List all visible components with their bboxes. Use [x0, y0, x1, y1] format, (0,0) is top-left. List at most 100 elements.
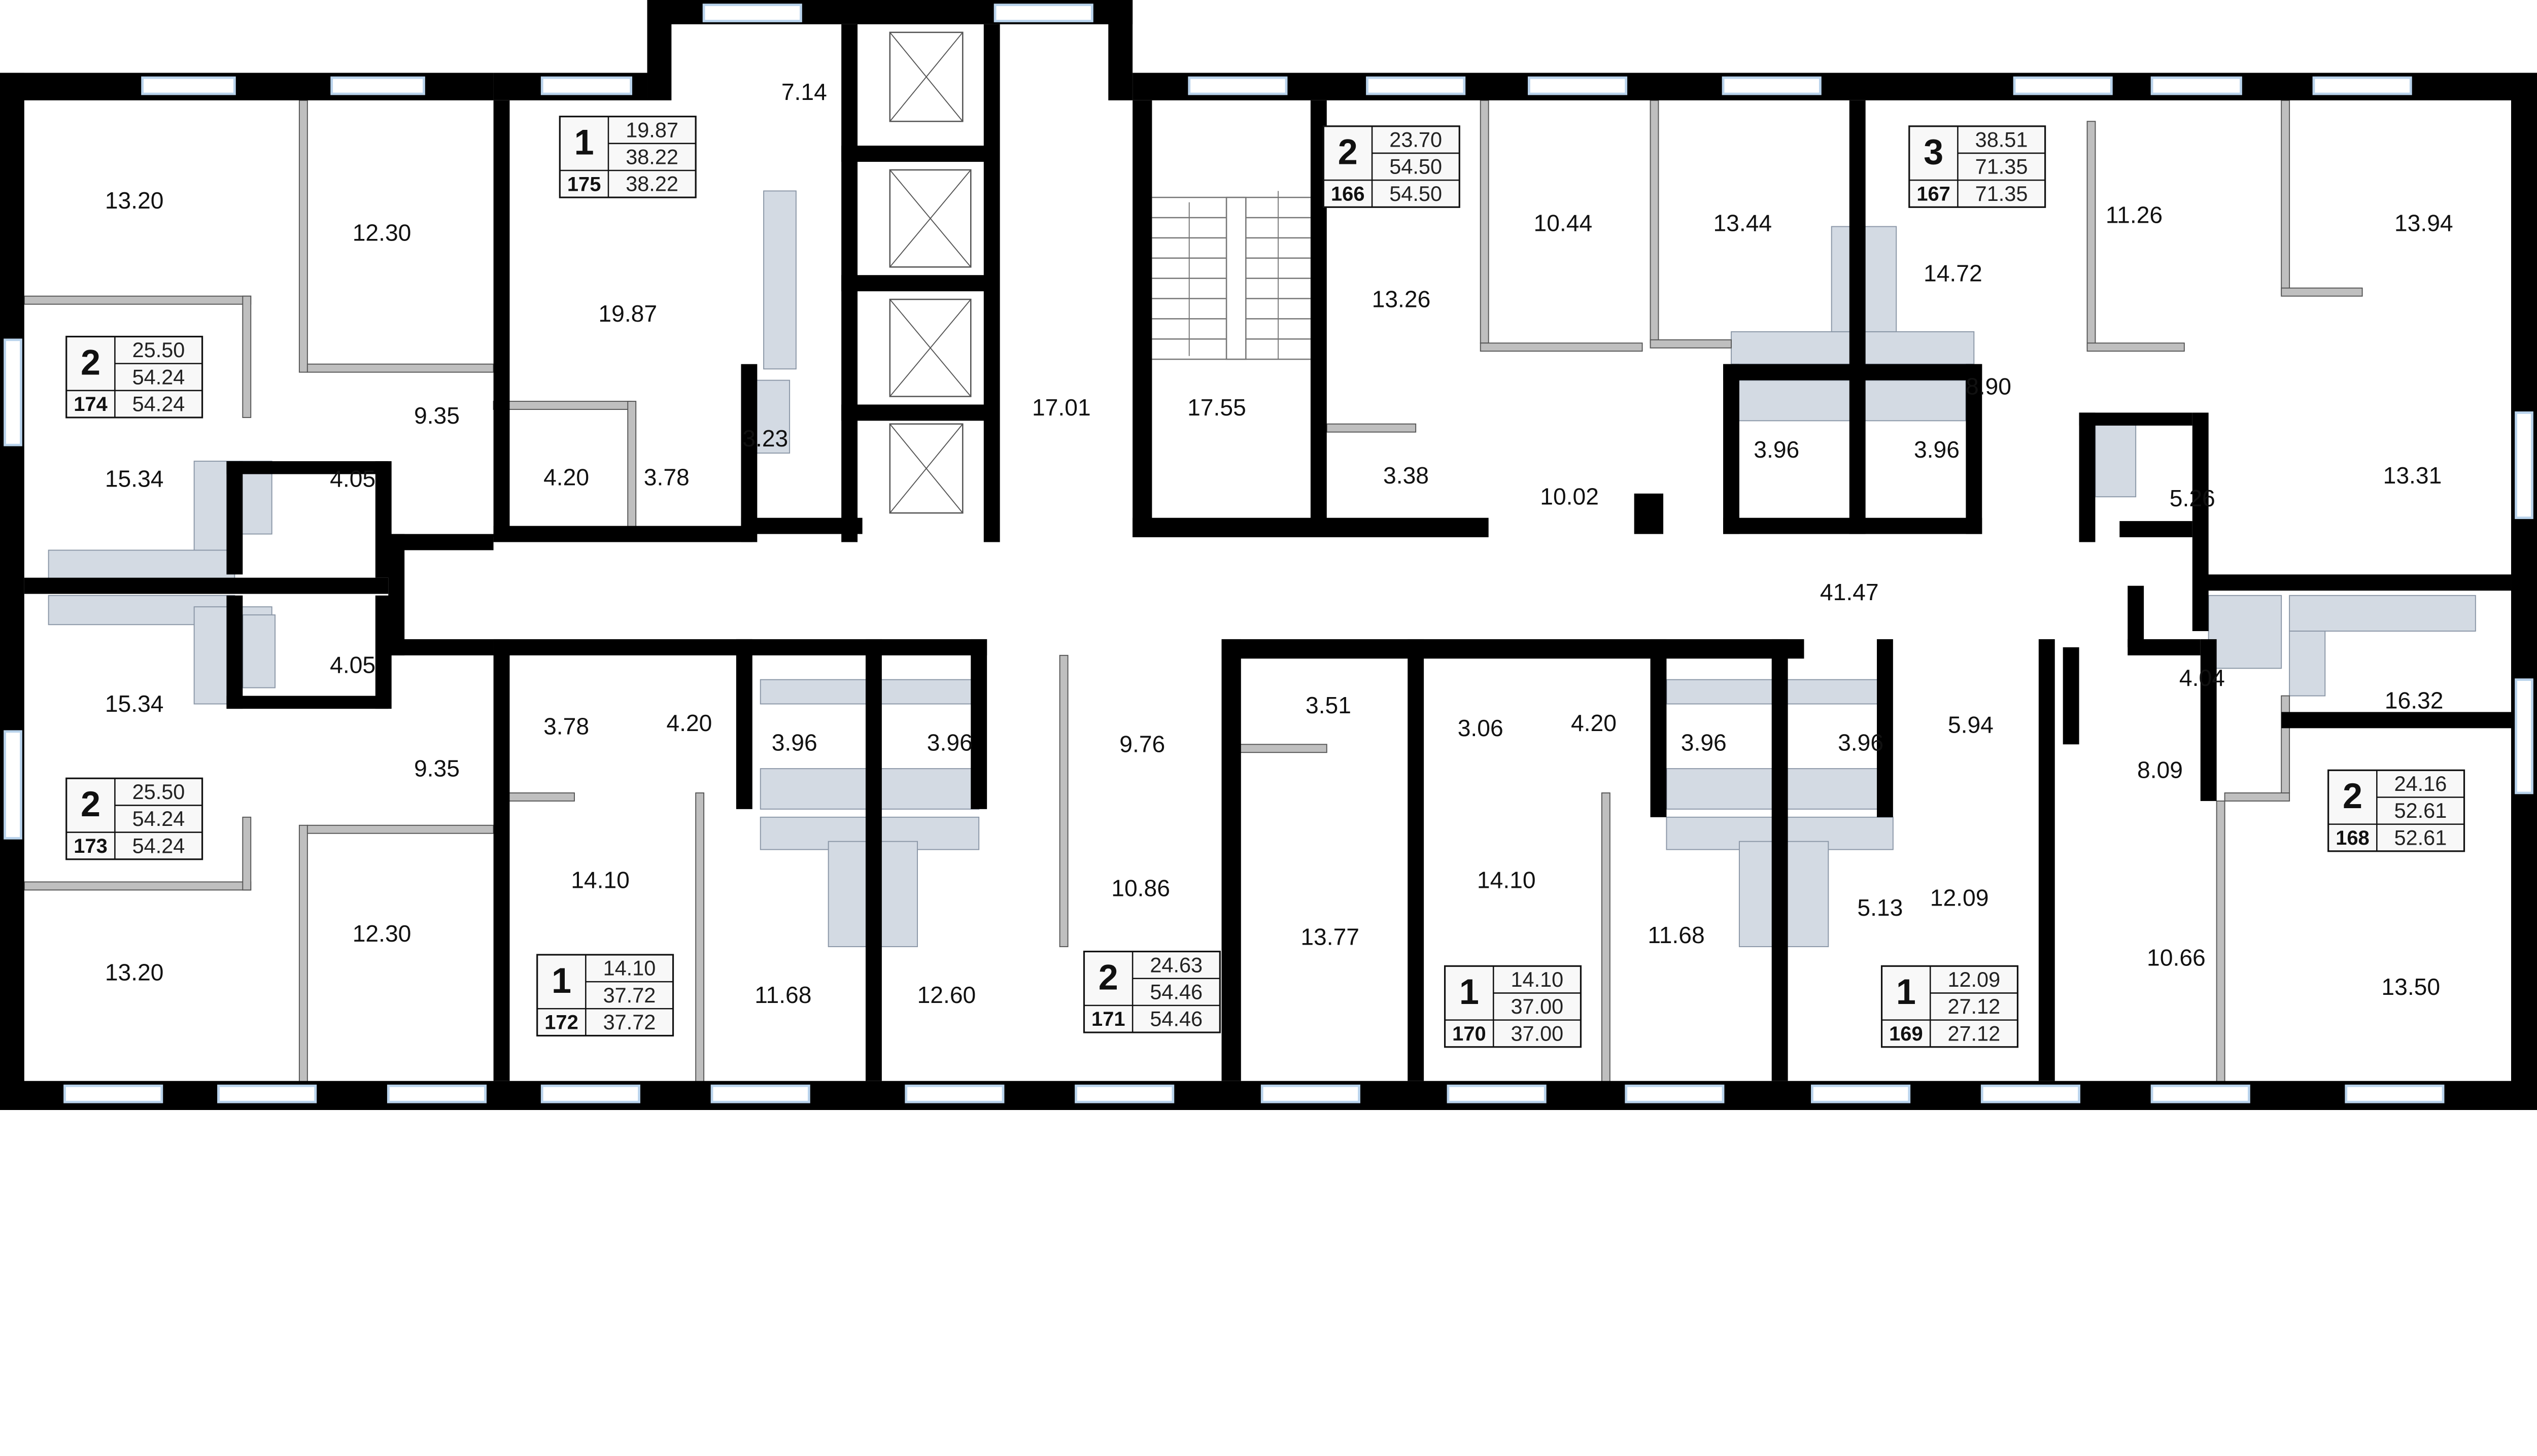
room-area-label: 13.44: [1713, 210, 1772, 236]
living-area: 24.63: [1150, 953, 1203, 977]
elevator: [889, 423, 964, 514]
room-area-label: 10.86: [1111, 875, 1170, 902]
window: [1980, 1084, 2080, 1103]
room-area-label: 5.13: [1857, 894, 1903, 921]
window: [2013, 76, 2113, 95]
total-area-summary: 54.50: [1389, 182, 1442, 205]
room-area-label: 13.31: [2383, 462, 2442, 489]
total-area: 54.24: [132, 807, 185, 830]
wall: [1133, 100, 1152, 537]
elevator: [889, 31, 964, 122]
room-area-label: 4.05: [330, 651, 375, 678]
fixture: [763, 190, 797, 370]
wall: [736, 639, 987, 655]
total-area: 54.24: [132, 365, 185, 389]
partition: [23, 295, 252, 305]
room-area-label: 3.78: [644, 464, 690, 490]
room-area-label: 5.94: [1948, 711, 1994, 738]
wall: [741, 364, 758, 542]
total-area: 71.35: [1975, 155, 2028, 179]
total-area: 54.46: [1150, 980, 1203, 1003]
room-area-label: 9.76: [1119, 731, 1165, 757]
wall: [375, 461, 392, 578]
apartment-label-frame: [2327, 769, 2465, 852]
window: [993, 4, 1093, 22]
window: [2345, 1084, 2445, 1103]
total-area-summary: 54.24: [132, 392, 185, 416]
window: [2515, 411, 2533, 519]
room-area-label: 13.20: [105, 187, 164, 214]
window: [1188, 76, 1288, 95]
room-area-label: 4.20: [666, 710, 712, 736]
apartment-number: 175: [567, 173, 601, 195]
wall: [226, 461, 243, 575]
partition: [306, 363, 494, 373]
room-count: 2: [81, 342, 100, 382]
wall: [1408, 639, 1424, 1081]
partition: [1650, 339, 1732, 349]
room-area-label: 14.10: [571, 867, 630, 893]
wall: [388, 639, 494, 655]
partition: [2281, 695, 2290, 793]
window: [905, 1084, 1005, 1103]
wall: [983, 24, 1000, 542]
apartment-label-frame: [559, 116, 697, 198]
wall: [2079, 412, 2192, 426]
total-area: 38.22: [626, 145, 678, 169]
room-area-label: 12.30: [353, 220, 412, 246]
window: [330, 76, 425, 95]
window: [2150, 1084, 2250, 1103]
room-area-label: 3.78: [543, 713, 589, 740]
room-area-label: 5.26: [2170, 485, 2215, 511]
room-area-label: 13.94: [2394, 210, 2453, 236]
apartment-label-frame: [1880, 965, 2018, 1048]
wall: [841, 275, 996, 292]
wall: [841, 404, 996, 421]
wall: [2281, 712, 2511, 729]
wall: [2119, 521, 2192, 537]
window: [2312, 76, 2412, 95]
room-area-label: 4.04: [2179, 665, 2225, 691]
partition: [2216, 800, 2225, 1085]
total-area-summary: 38.22: [626, 172, 678, 196]
room-area-label: 3.96: [1914, 436, 1960, 463]
wall: [2038, 639, 2055, 1081]
wall: [2192, 412, 2209, 631]
partition: [1059, 654, 1069, 947]
apartment-label-frame: [65, 335, 203, 419]
wall: [1108, 0, 1133, 100]
window: [702, 4, 802, 22]
room-area-label: 17.55: [1187, 394, 1246, 421]
wall: [1723, 364, 1739, 534]
apartment-number: 171: [1091, 1008, 1125, 1030]
window: [217, 1084, 317, 1103]
window: [387, 1084, 487, 1103]
wall: [2079, 412, 2096, 542]
stair-well: [1225, 196, 1247, 360]
wall: [493, 639, 752, 655]
partition: [242, 816, 252, 891]
fixture: [1731, 379, 1967, 422]
room-area-label: 13.20: [105, 959, 164, 985]
partition: [501, 792, 575, 802]
wall: [1221, 639, 1241, 1081]
apartment-label-frame: [1908, 125, 2046, 208]
partition: [1601, 792, 1610, 1085]
room-count: 2: [1338, 132, 1358, 172]
window: [141, 76, 236, 95]
room-area-label: 15.34: [105, 466, 164, 492]
total-area: 37.72: [603, 983, 656, 1007]
wall: [1876, 639, 1893, 817]
apartment-number: 174: [74, 393, 108, 415]
